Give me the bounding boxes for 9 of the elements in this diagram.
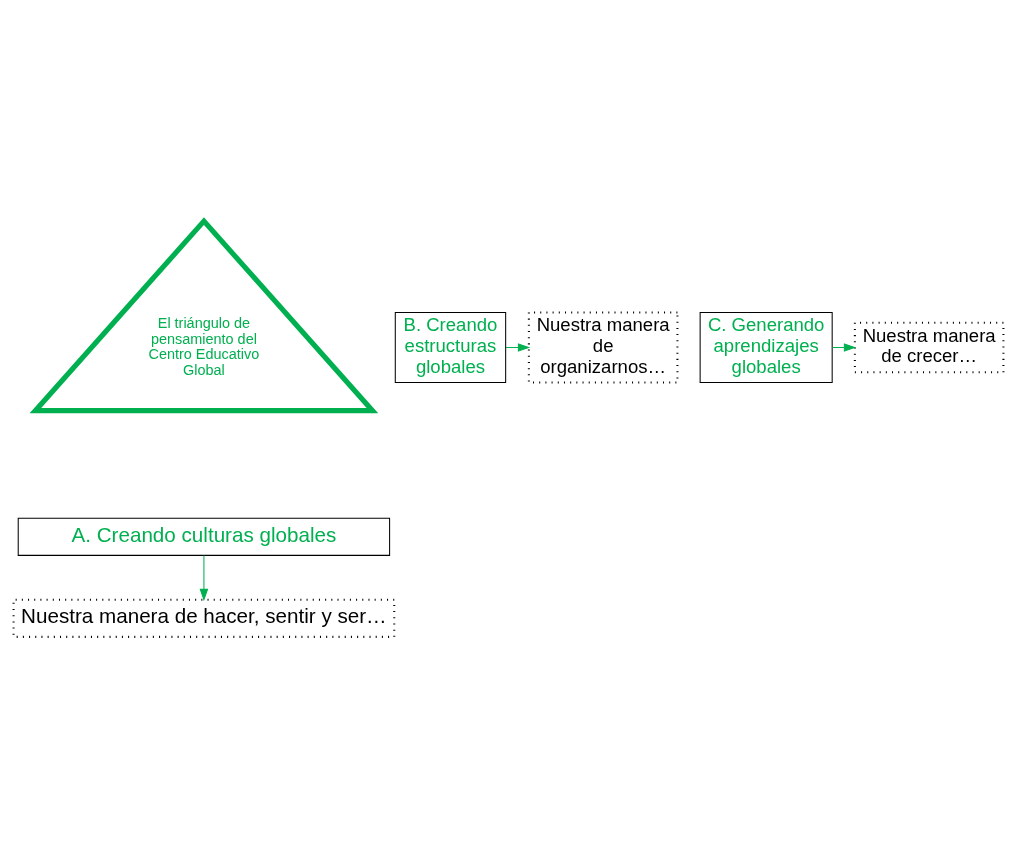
node-box: A. Creando culturas globales [17, 517, 390, 556]
node-box: C. Generando aprendizajes globales [699, 311, 833, 383]
arrow [504, 342, 530, 352]
node-box: Nuestra manera de crecer… [853, 321, 1004, 373]
node-box: B. Creando estructuras globales [394, 311, 506, 383]
arrow [831, 342, 856, 352]
arrow [199, 554, 208, 601]
node-box: Nuestra manera de organizarnos… [527, 310, 678, 384]
node-box: Nuestra manera de hacer, sentir y ser… [12, 598, 395, 638]
